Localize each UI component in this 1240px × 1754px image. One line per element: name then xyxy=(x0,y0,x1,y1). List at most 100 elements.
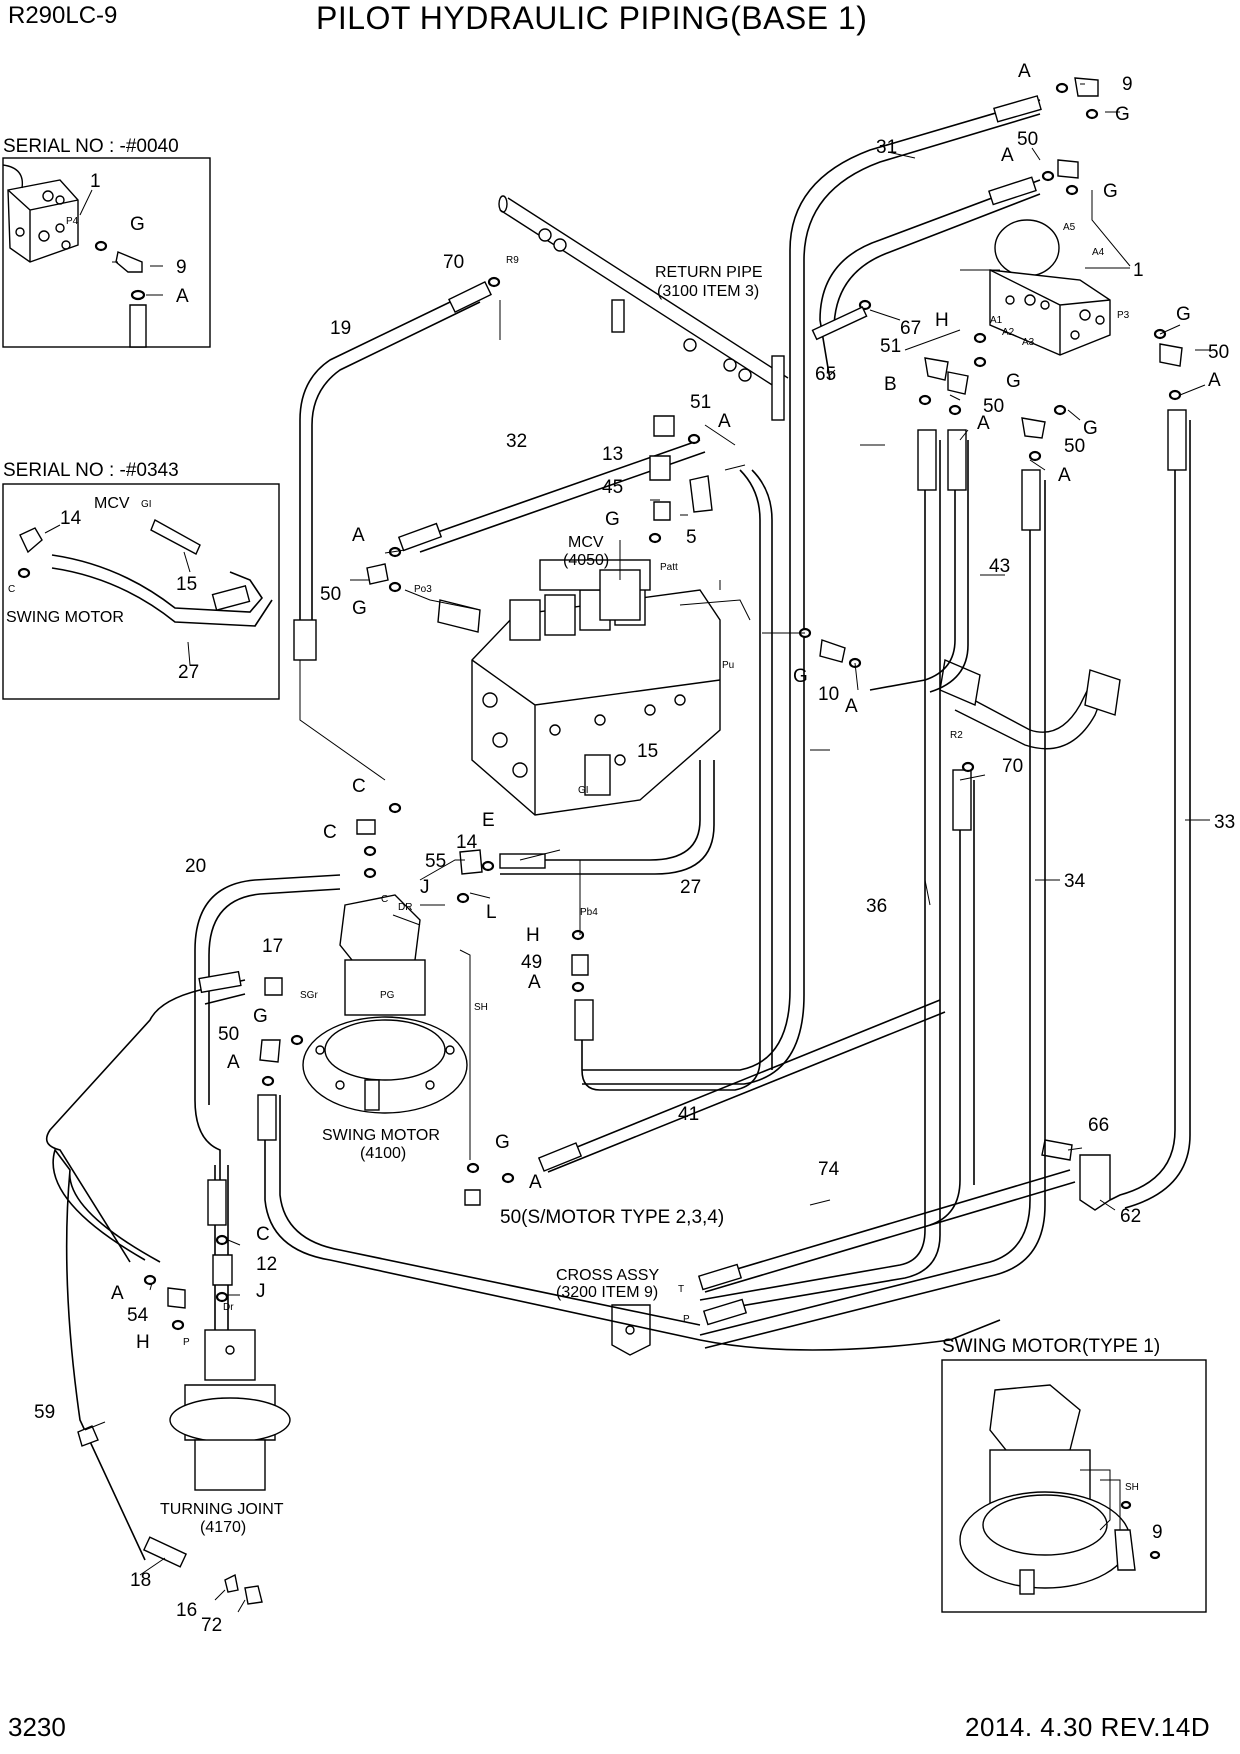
svg-text:20: 20 xyxy=(185,856,206,877)
hose-lower-sweep xyxy=(264,1095,1001,1351)
part-number: 14 xyxy=(60,508,82,529)
svg-text:10: 10 xyxy=(818,684,839,705)
letter-label: A xyxy=(176,286,189,307)
svg-text:65: 65 xyxy=(815,364,836,385)
block-body xyxy=(989,269,1111,356)
page-title: PILOT HYDRAULIC PIPING(BASE 1) xyxy=(316,0,868,36)
svg-text:A: A xyxy=(529,1172,542,1193)
part-number: 27 xyxy=(178,662,199,683)
motor-head xyxy=(989,1384,1081,1456)
svg-text:A: A xyxy=(111,1283,124,1304)
svg-text:27: 27 xyxy=(680,877,701,898)
svg-text:R2: R2 xyxy=(950,730,963,741)
svg-text:Po3: Po3 xyxy=(414,584,432,595)
port-c-label: C xyxy=(8,584,15,595)
svg-text:A: A xyxy=(977,413,990,434)
hose-70-lower xyxy=(929,780,975,1226)
svg-text:C: C xyxy=(352,776,366,797)
svg-text:J: J xyxy=(256,1281,266,1302)
svg-text:62: 62 xyxy=(1120,1206,1141,1227)
hose-74 xyxy=(699,1169,1076,1293)
svg-text:G: G xyxy=(1103,181,1118,202)
inset-serial-0040-title: SERIAL NO : -#0040 xyxy=(3,136,179,157)
svg-text:H: H xyxy=(136,1332,150,1353)
hose-17 xyxy=(45,979,246,1263)
svg-text:J: J xyxy=(420,877,430,898)
port-lines xyxy=(299,300,721,1160)
o-ring xyxy=(17,567,31,579)
svg-text:G: G xyxy=(495,1132,510,1153)
crimp xyxy=(142,1536,188,1568)
crimp xyxy=(952,769,972,831)
svg-text:50: 50 xyxy=(983,396,1004,417)
gi-label: GI xyxy=(141,499,152,510)
part-number: 1 xyxy=(90,171,101,192)
swing-motor-ref: (4100) xyxy=(360,1145,406,1162)
o-ring xyxy=(1120,1500,1132,1510)
svg-text:A: A xyxy=(352,525,365,546)
svg-text:67: 67 xyxy=(900,318,921,339)
motor-body xyxy=(344,959,426,1016)
svg-text:17: 17 xyxy=(262,936,283,957)
leader-lines xyxy=(79,189,163,296)
svg-text:19: 19 xyxy=(330,318,351,339)
svg-text:33: 33 xyxy=(1214,812,1235,833)
elbow-pipe xyxy=(954,684,1106,750)
pilot-block-main xyxy=(989,219,1111,356)
mcv-ref: (4050) xyxy=(563,552,609,569)
crimp xyxy=(574,999,594,1041)
svg-text:Patt: Patt xyxy=(660,562,678,573)
svg-text:DR: DR xyxy=(398,902,412,913)
part-numbers: 9 31 50 1 67 65 51 50 50 50 70 19 32 51 … xyxy=(34,74,1235,1636)
crimp xyxy=(293,619,317,661)
turning-joint xyxy=(169,1329,291,1491)
svg-text:Pu: Pu xyxy=(722,660,734,671)
accumulator-edge xyxy=(2,164,24,189)
cross-bracket xyxy=(611,1304,651,1356)
svg-text:31: 31 xyxy=(876,137,897,158)
mcv-main xyxy=(471,559,721,816)
hose-20 xyxy=(194,874,341,1210)
svg-text:A2: A2 xyxy=(1002,327,1015,338)
cross-assy-ref: (3200 ITEM 9) xyxy=(556,1284,658,1301)
svg-text:G: G xyxy=(605,509,620,530)
svg-text:T: T xyxy=(678,1284,684,1295)
svg-text:14: 14 xyxy=(456,832,478,853)
svg-text:36: 36 xyxy=(866,896,887,917)
svg-text:70: 70 xyxy=(443,252,464,273)
svg-text:50: 50 xyxy=(320,584,341,605)
motor-flange xyxy=(302,1016,468,1114)
letter-label: G xyxy=(130,214,145,235)
svg-text:PG: PG xyxy=(380,990,395,1001)
svg-text:SH: SH xyxy=(474,1002,488,1013)
svg-text:1: 1 xyxy=(1133,260,1144,281)
svg-text:43: 43 xyxy=(989,556,1010,577)
accumulator xyxy=(994,219,1060,277)
svg-text:G: G xyxy=(253,1006,268,1027)
inset-frame xyxy=(2,157,211,348)
leader-lines xyxy=(44,524,191,666)
svg-text:51: 51 xyxy=(690,392,711,413)
crimp xyxy=(947,429,967,491)
fitting xyxy=(150,519,201,555)
inset-serial-0343: SERIAL NO : -#0343 MCV GI C SWING MOTOR … xyxy=(2,460,280,700)
block-edges xyxy=(989,269,1111,355)
o-ring xyxy=(94,240,108,252)
crimp xyxy=(198,970,242,994)
part-number: 9 xyxy=(1152,1522,1163,1543)
svg-text:49: 49 xyxy=(521,952,542,973)
crimp xyxy=(702,1298,748,1326)
hose-41-vertical xyxy=(581,469,773,1091)
crimp xyxy=(993,95,1042,123)
inset-serial-0040: SERIAL NO : -#0040 P4 1 G 9 A xyxy=(2,136,211,348)
svg-text:34: 34 xyxy=(1064,871,1086,892)
svg-text:C: C xyxy=(381,894,388,905)
revision-date: 2014. 4.30 REV.14D xyxy=(965,1712,1211,1742)
leader-set xyxy=(84,83,1210,1613)
o-ring xyxy=(1149,1550,1161,1560)
part-number: 15 xyxy=(176,574,197,595)
svg-text:C: C xyxy=(323,822,337,843)
fitting-66 xyxy=(1041,1139,1073,1161)
svg-text:59: 59 xyxy=(34,1402,55,1423)
crimp xyxy=(917,429,937,491)
